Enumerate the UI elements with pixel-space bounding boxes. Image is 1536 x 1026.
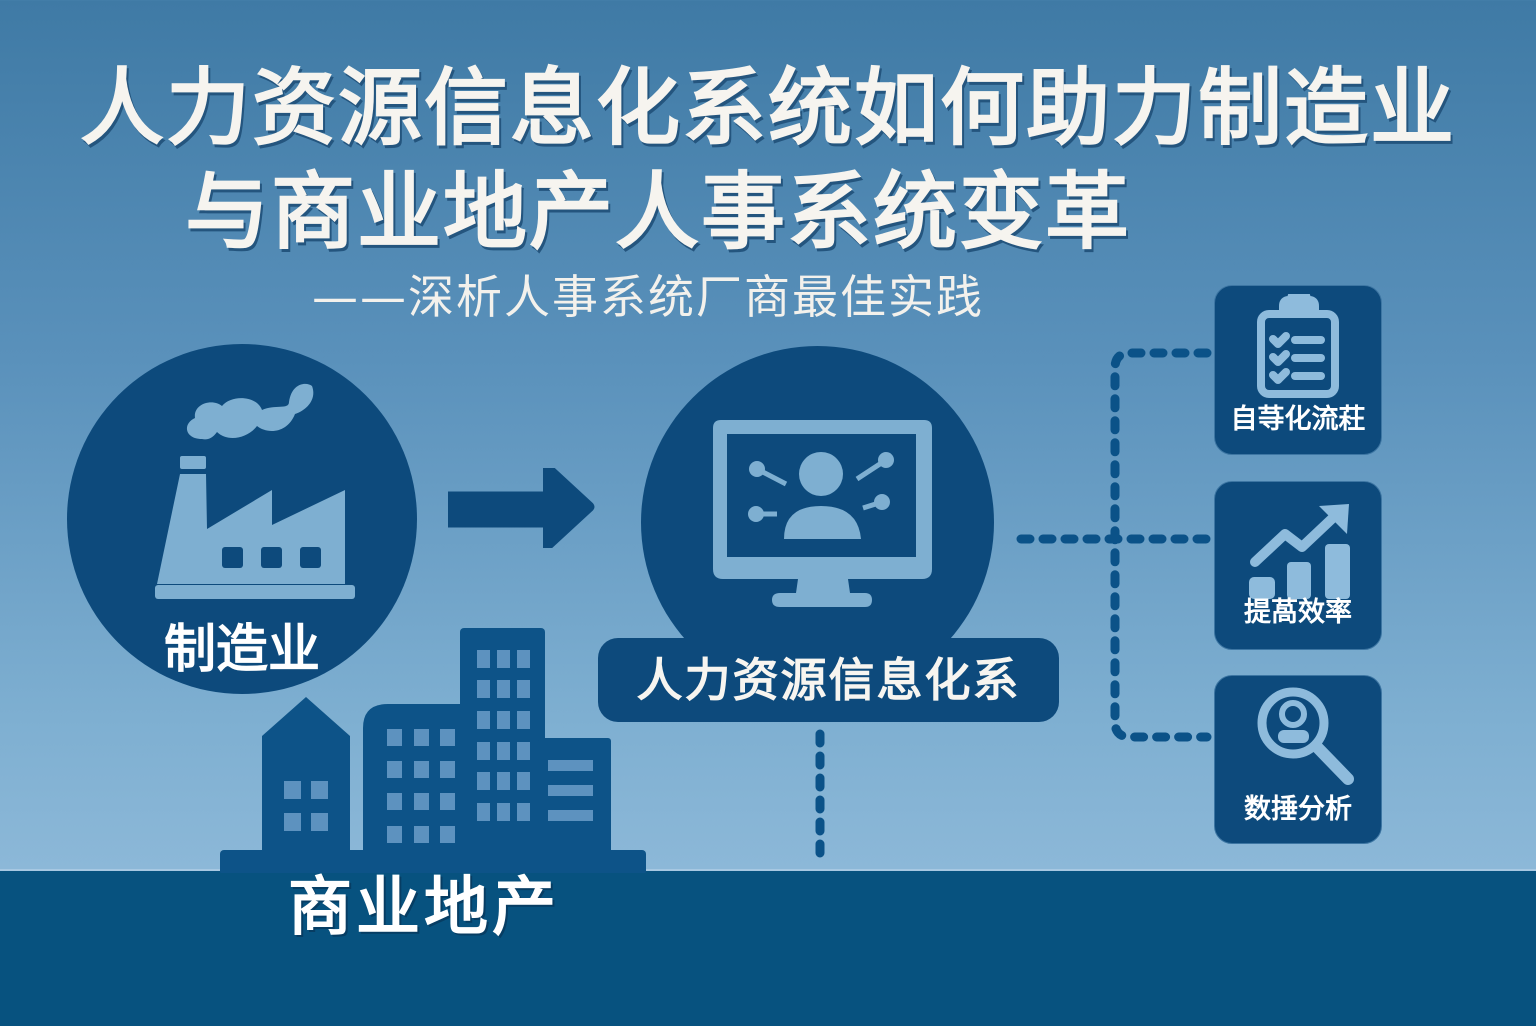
feature-label-automation: 自䒭化流荰 bbox=[1230, 404, 1366, 435]
real-estate-label: 商业地产 bbox=[288, 871, 560, 945]
clipboard-checklist-icon bbox=[1257, 294, 1339, 398]
page-title-line2: 与商业地产人事系统变革 bbox=[184, 163, 1131, 261]
buildings-icon bbox=[220, 628, 646, 873]
factory-icon bbox=[155, 383, 355, 599]
feature-card-automation: 自䒭化流荰 bbox=[1214, 285, 1382, 455]
magnifier-user-icon bbox=[1257, 687, 1354, 785]
growth-chart-icon bbox=[1249, 504, 1350, 599]
manufacturing-label: 制造业 bbox=[163, 620, 320, 680]
feature-card-efficiency: 提萵效率 bbox=[1214, 481, 1382, 650]
hr-system-label: 人力资源信息化系 bbox=[598, 638, 1059, 722]
feature-label-data-analysis: 数捶分析 bbox=[1244, 794, 1352, 825]
hr-system-node bbox=[641, 346, 994, 699]
manufacturing-node bbox=[67, 344, 417, 694]
ground-band bbox=[0, 869, 1536, 1026]
page-title-line1: 人力资源信息化系统如何助力制造业 bbox=[79, 59, 1456, 157]
feature-label-efficiency: 提萵效率 bbox=[1244, 597, 1352, 628]
page-subtitle: ——深析人事系统厂商最佳实践 bbox=[312, 270, 984, 324]
monitor-user-network-icon bbox=[713, 420, 932, 607]
feature-card-data-analysis: 数捶分析 bbox=[1214, 675, 1382, 844]
arrow-right-icon bbox=[448, 468, 595, 548]
